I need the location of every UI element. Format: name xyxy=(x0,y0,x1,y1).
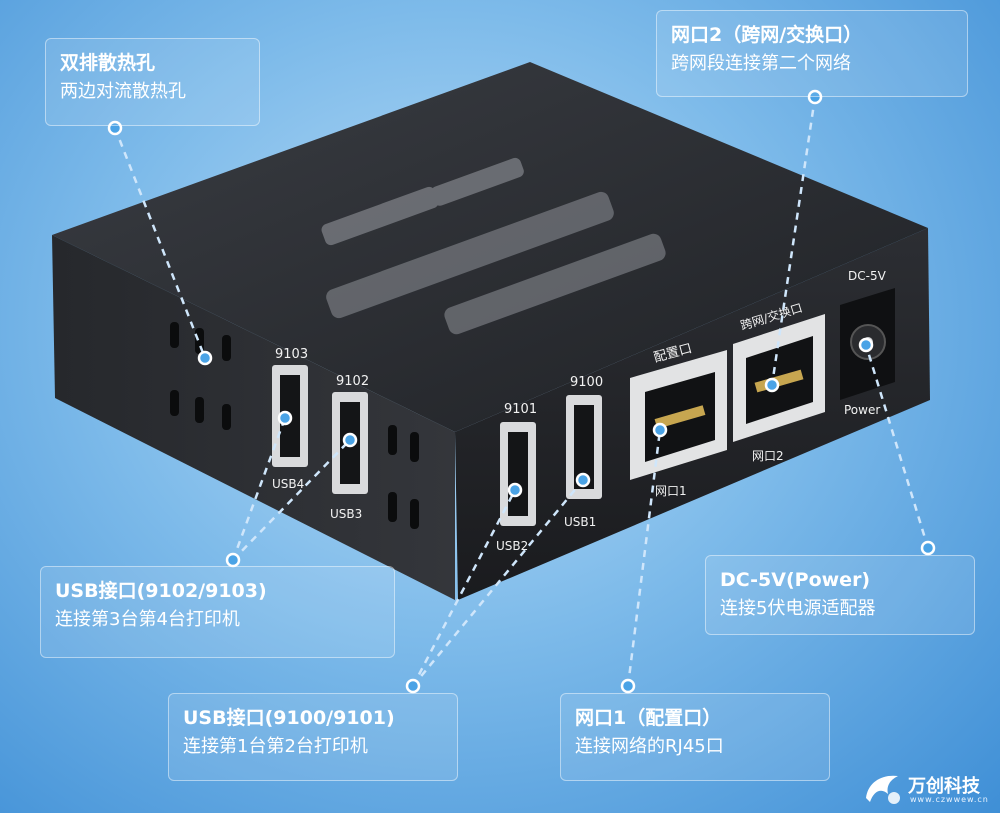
callout-usb-12-title: USB接口(9100/9101) xyxy=(183,707,395,729)
label-net-port1: 网口1 xyxy=(655,484,687,498)
callout-usb-12: USB接口(9100/9101) 连接第1台第2台打印机 xyxy=(168,693,458,781)
callout-port1-desc: 连接网络的RJ45口 xyxy=(575,736,724,757)
label-power: Power xyxy=(844,403,880,417)
label-9102: 9102 xyxy=(336,374,369,389)
callout-vent-desc: 两边对流散热孔 xyxy=(60,81,186,102)
brand-logo-icon xyxy=(866,775,900,804)
callout-port2: 网口2（跨网/交换口） 跨网段连接第二个网络 xyxy=(656,10,968,97)
callout-usb-34-desc: 连接第3台第4台打印机 xyxy=(55,609,240,630)
print-server-device: 9103 9102 9101 9100 USB4 USB3 USB2 USB1 … xyxy=(52,62,930,600)
callout-power: DC-5V(Power) 连接5伏电源适配器 xyxy=(705,555,975,635)
label-usb2: USB2 xyxy=(496,539,528,553)
label-dc: DC-5V xyxy=(848,269,887,283)
rj45-port-1 xyxy=(630,350,727,480)
brand-url: www.czwwew.cn xyxy=(910,795,989,804)
callout-port1-title: 网口1（配置口） xyxy=(575,707,722,729)
callout-port1: 网口1（配置口） 连接网络的RJ45口 xyxy=(560,693,830,781)
leader-dots xyxy=(107,89,936,694)
usb-port-9100 xyxy=(566,395,602,499)
label-usb4: USB4 xyxy=(272,477,304,491)
callout-vent-holes: 双排散热孔 两边对流散热孔 xyxy=(45,38,260,126)
callout-vent-title: 双排散热孔 xyxy=(60,52,156,74)
callout-usb-34-title: USB接口(9102/9103) xyxy=(55,580,267,602)
brand-name: 万创科技 xyxy=(908,776,980,797)
callout-power-desc: 连接5伏电源适配器 xyxy=(720,598,876,619)
label-9103: 9103 xyxy=(275,347,308,362)
callout-usb-34: USB接口(9102/9103) 连接第3台第4台打印机 xyxy=(40,566,395,658)
leader-lines xyxy=(113,96,930,687)
label-usb1: USB1 xyxy=(564,515,596,529)
callout-port2-title: 网口2（跨网/交换口） xyxy=(671,24,863,46)
label-net-port2: 网口2 xyxy=(752,449,784,463)
callout-port2-desc: 跨网段连接第二个网络 xyxy=(671,53,851,74)
label-9101: 9101 xyxy=(504,402,537,417)
label-usb3: USB3 xyxy=(330,507,362,521)
label-9100: 9100 xyxy=(570,375,603,390)
brand-watermark: 万创科技 www.czwwew.cn xyxy=(858,768,1000,813)
callout-usb-12-desc: 连接第1台第2台打印机 xyxy=(183,736,368,757)
rj45-port-2 xyxy=(733,314,825,442)
callout-power-title: DC-5V(Power) xyxy=(720,569,871,591)
blurred-logo xyxy=(321,157,666,335)
device-left-face xyxy=(52,235,455,600)
